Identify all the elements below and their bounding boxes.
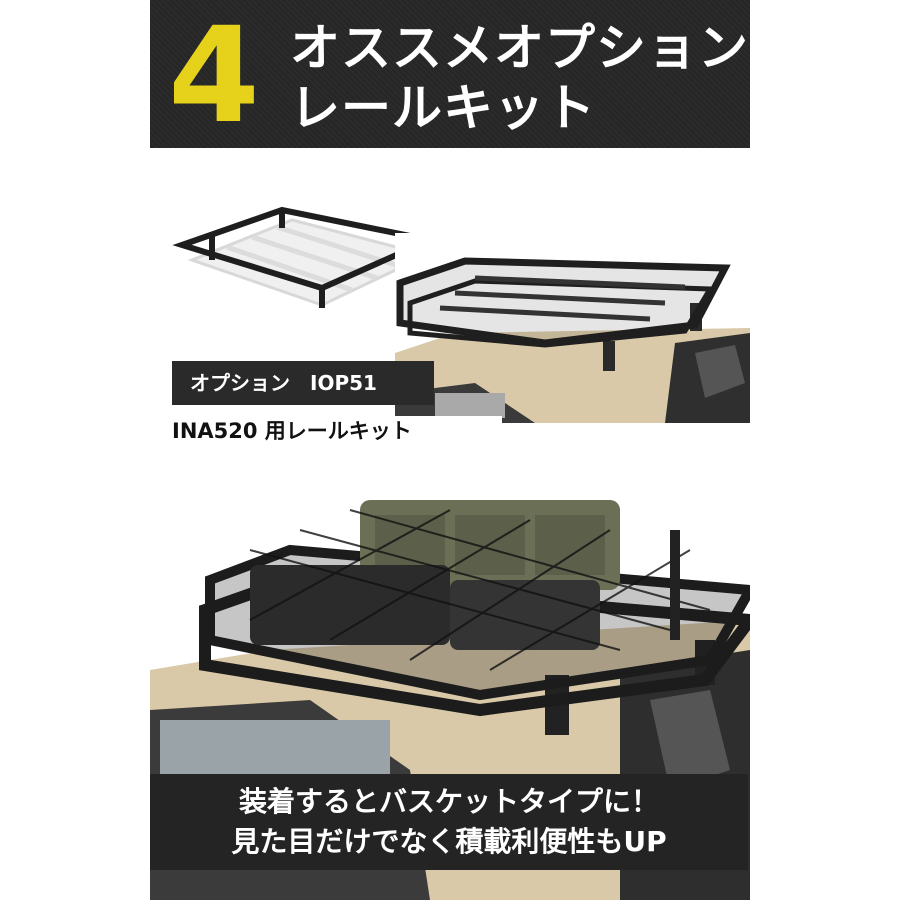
- car-with-rail-photo: [395, 233, 750, 423]
- promo-line-2: 見た目だけでなく積載利便性もUP: [231, 825, 667, 858]
- header-banner: 4 オススメオプション レールキット: [150, 0, 750, 148]
- kit-label: INA520 用レールキット: [172, 416, 502, 446]
- promo-banner: 装着するとバスケットタイプに！ 見た目だけでなく積載利便性もUP: [150, 774, 748, 870]
- option-badge: オプション IOP51: [172, 361, 434, 405]
- section-number: 4: [168, 0, 260, 153]
- product-showcase: [150, 148, 750, 428]
- section-title: オススメオプション レールキット: [290, 18, 749, 138]
- rail-kit-illustration: [172, 206, 432, 308]
- promo-line-1: 装着するとバスケットタイプに！: [238, 785, 659, 818]
- title-line-2: レールキット: [290, 79, 596, 137]
- title-line-1: オススメオプション: [290, 19, 749, 77]
